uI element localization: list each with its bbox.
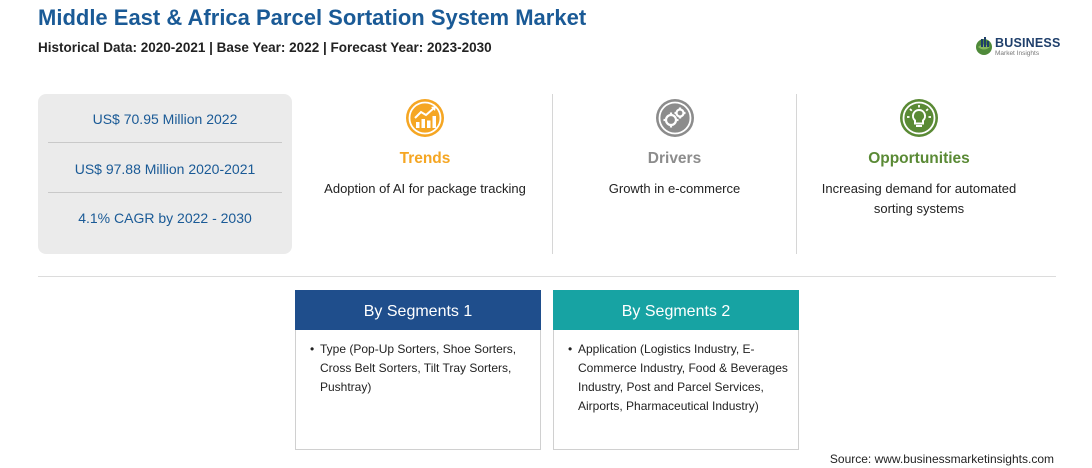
page-subtitle: Historical Data: 2020-2021 | Base Year: … bbox=[38, 40, 492, 55]
logo-main-text: BUSINESS bbox=[995, 36, 1061, 50]
page-title: Middle East & Africa Parcel Sortation Sy… bbox=[38, 5, 587, 30]
stat-market-historical: US$ 97.88 Million 2020-2021 bbox=[74, 161, 256, 177]
trends-text: Adoption of AI for package tracking bbox=[324, 181, 526, 196]
gears-icon bbox=[655, 99, 694, 137]
segment-1-title: By Segments 1 bbox=[295, 290, 541, 330]
lightbulb-icon bbox=[900, 99, 938, 137]
trend-chart-icon bbox=[406, 99, 444, 137]
segment-1-body: • Type (Pop-Up Sorters, Shoe Sorters, Cr… bbox=[310, 340, 532, 397]
trends-title: Trends bbox=[399, 150, 451, 167]
source-note: Source: www.businessmarketinsights.com bbox=[829, 452, 1054, 466]
column-divider bbox=[796, 94, 797, 254]
drivers-column: Drivers Growth in e-commerce bbox=[553, 95, 796, 250]
logo-sub-text: Market Insights bbox=[995, 50, 1040, 57]
stat-divider bbox=[48, 142, 282, 143]
opportunities-column: Opportunities Increasing demand for auto… bbox=[797, 95, 1041, 250]
stat-cagr: 4.1% CAGR by 2022 - 2030 bbox=[78, 210, 252, 226]
brand-logo: BUSINESS Market Insights bbox=[975, 35, 1065, 59]
opportunities-text: Increasing demand for automated sorting … bbox=[821, 181, 1017, 216]
stat-market-2022: US$ 70.95 Million 2022 bbox=[92, 111, 238, 127]
stat-divider bbox=[48, 192, 282, 193]
segment-1-card: By Segments 1 • Type (Pop-Up Sorters, Sh… bbox=[295, 290, 541, 450]
segment-1-text: Type (Pop-Up Sorters, Shoe Sorters, Cros… bbox=[320, 342, 517, 394]
drivers-text: Growth in e-commerce bbox=[608, 181, 741, 196]
opportunities-title: Opportunities bbox=[868, 150, 970, 167]
segment-2-body: • Application (Logistics Industry, E-Com… bbox=[568, 340, 790, 416]
column-divider bbox=[552, 94, 553, 254]
bullet-icon: • bbox=[310, 342, 315, 356]
drivers-title: Drivers bbox=[647, 150, 702, 167]
segment-2-card: By Segments 2 • Application (Logistics I… bbox=[553, 290, 799, 450]
section-divider bbox=[38, 276, 1056, 277]
segment-2-text: Application (Logistics Industry, E-Comme… bbox=[578, 342, 788, 413]
bullet-icon: • bbox=[568, 342, 573, 356]
trends-column: Trends Adoption of AI for package tracki… bbox=[296, 95, 554, 250]
logo-globe-icon bbox=[976, 37, 992, 55]
segment-2-title: By Segments 2 bbox=[553, 290, 799, 330]
stats-panel: US$ 70.95 Million 2022 US$ 97.88 Million… bbox=[38, 94, 292, 254]
